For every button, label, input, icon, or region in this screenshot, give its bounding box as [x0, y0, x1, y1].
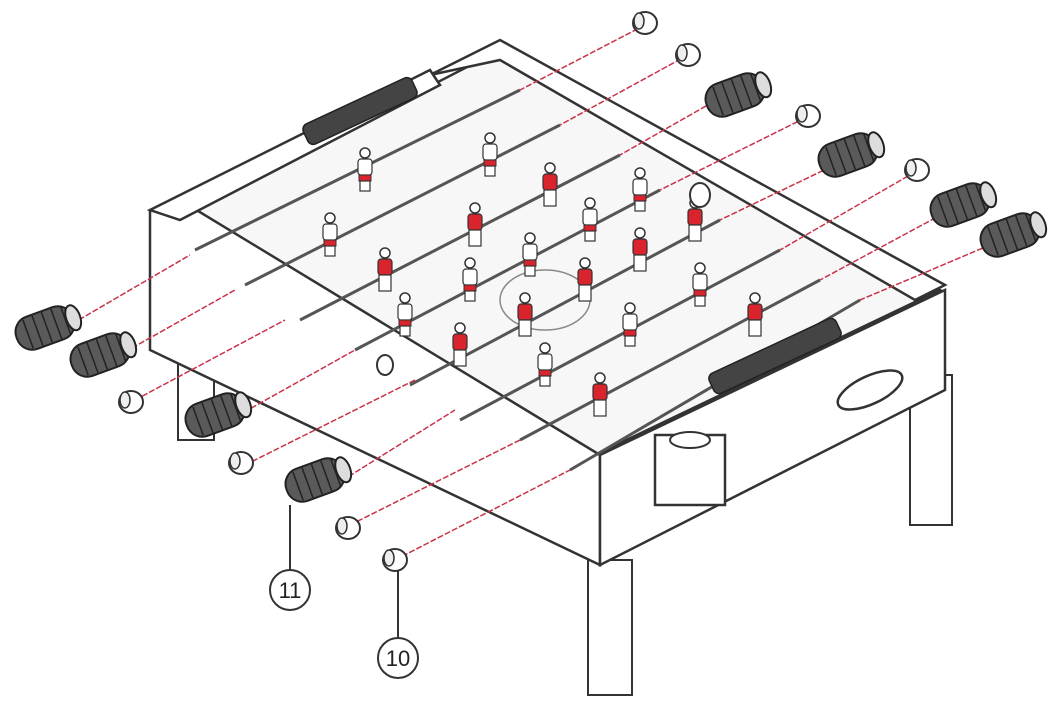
foosball-player-icon	[537, 342, 553, 387]
foosball-player-icon	[582, 197, 598, 242]
foosball-player-icon	[322, 212, 338, 257]
foosball-player-icon	[467, 202, 483, 247]
foosball-player-icon	[357, 147, 373, 192]
end-cap-icon	[904, 158, 930, 182]
end-cap-icon	[335, 516, 361, 540]
rod-3	[299, 153, 621, 322]
end-cap-icon	[675, 43, 701, 67]
handle-grip-icon	[279, 450, 357, 508]
foosball-player-icon	[592, 372, 608, 417]
foosball-player-icon	[452, 322, 468, 367]
foosball-player-icon	[692, 262, 708, 307]
foosball-player-icon	[377, 247, 393, 292]
table-leg-front	[587, 559, 633, 696]
handle-grip-icon	[9, 298, 87, 356]
back-side-rail	[429, 38, 948, 302]
handle-grip-icon	[812, 125, 890, 183]
foosball-player-icon	[542, 162, 558, 207]
foosball-player-icon	[577, 257, 593, 302]
table-body	[146, 38, 948, 568]
foosball-player-icon	[622, 302, 638, 347]
ball-return-slot	[836, 369, 904, 411]
ball-icon	[689, 182, 711, 208]
cup-holder-icon	[653, 431, 727, 507]
end-cap-icon	[382, 548, 408, 572]
foosball-player-icon	[632, 227, 648, 272]
callout-10: 10	[377, 570, 419, 679]
rod-6	[459, 248, 781, 422]
foosball-player-icon	[632, 167, 648, 212]
handle-grip-icon	[699, 65, 777, 123]
callout-label: 10	[386, 646, 410, 671]
handle-grip-icon	[64, 325, 142, 383]
foosball-player-icon	[747, 292, 763, 337]
score-counter-back	[302, 76, 418, 146]
foosball-player-icon	[522, 232, 538, 277]
callout-label: 11	[279, 578, 302, 603]
end-cap-icon	[632, 11, 658, 35]
score-counters	[302, 76, 842, 395]
foosball-player-icon	[462, 257, 478, 302]
foosball-player-icon	[397, 292, 413, 337]
foosball-player-icon	[482, 132, 498, 177]
handle-grip-icon	[924, 175, 1002, 233]
ball-icon	[376, 354, 394, 376]
end-cap-icon	[795, 104, 821, 128]
rod-7	[519, 278, 821, 442]
callout-11: 11	[269, 505, 311, 611]
end-cap-icon	[118, 390, 144, 414]
assembly-guide-lines	[64, 24, 991, 561]
foosball-player-icon	[517, 292, 533, 337]
end-cap-icon	[228, 451, 254, 475]
rod-2	[244, 123, 561, 287]
score-counter-front	[708, 317, 842, 395]
handle-grip-icon	[974, 205, 1048, 263]
